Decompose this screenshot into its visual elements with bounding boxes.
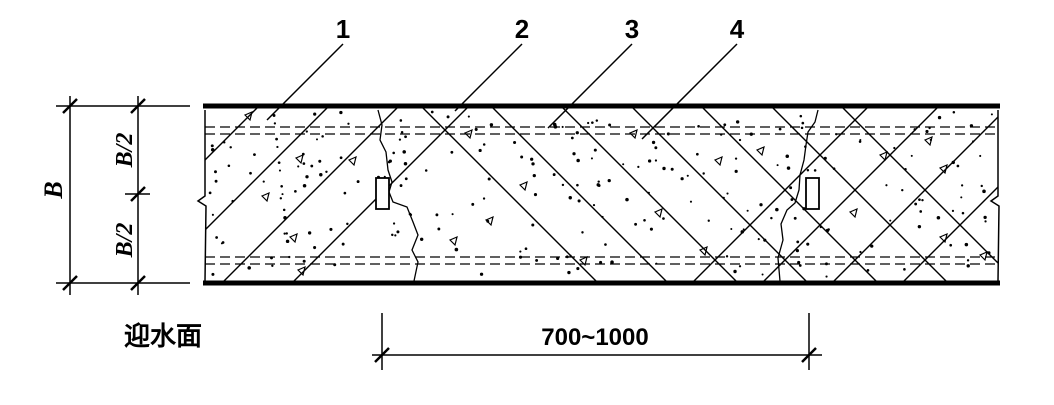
spacing-label: 700~1000 bbox=[541, 324, 648, 351]
dim-label-half-lower: B/2 bbox=[112, 223, 138, 259]
callout-3: 3 bbox=[625, 14, 639, 44]
dim-label-b: B bbox=[39, 181, 68, 199]
crack-joints bbox=[377, 109, 819, 281]
break-line-right bbox=[989, 110, 1000, 282]
anchor-plate-left bbox=[375, 177, 390, 210]
dimension-lines-left bbox=[56, 96, 190, 295]
spacing-dimension bbox=[372, 313, 822, 370]
callout-2: 2 bbox=[515, 14, 529, 44]
callout-leaders bbox=[266, 43, 738, 140]
break-line-left bbox=[196, 110, 207, 282]
aggregate-dots bbox=[208, 110, 993, 278]
callout-1: 1 bbox=[336, 14, 350, 44]
face-label: 迎水面 bbox=[124, 321, 202, 351]
reinforcement-lines bbox=[205, 126, 998, 265]
slab-body bbox=[205, 108, 998, 281]
callout-4: 4 bbox=[730, 14, 745, 44]
aggregate-stones bbox=[243, 110, 988, 277]
anchor-plate-right bbox=[805, 177, 820, 210]
dim-label-half-upper: B/2 bbox=[112, 133, 138, 169]
